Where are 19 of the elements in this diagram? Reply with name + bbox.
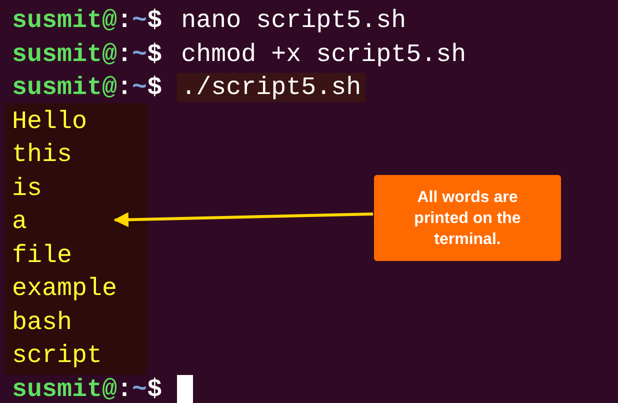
shell-prompt: susmit@:~$	[12, 6, 162, 35]
shell-command: ./script5.sh	[177, 73, 366, 102]
shell-command: chmod +x script5.sh	[180, 40, 468, 68]
arrow	[114, 212, 374, 228]
callout-text: All words are printed on the terminal.	[413, 188, 522, 250]
output-line: file	[12, 240, 72, 272]
output-line: bash	[12, 306, 72, 338]
shell-prompt: susmit@:~$	[12, 40, 162, 68]
output-line: Hello	[12, 106, 88, 138]
output-line: is	[12, 172, 42, 204]
callout-box	[374, 175, 561, 261]
output-line: a	[12, 206, 28, 238]
output-line: script	[12, 340, 102, 372]
shell-command: nano script5.sh	[180, 6, 408, 35]
shell-prompt: susmit@:~$	[12, 73, 162, 102]
output-line: this	[12, 139, 72, 171]
output-line: example	[12, 273, 118, 305]
shell-prompt: susmit@:~$	[12, 374, 162, 403]
output-block	[5, 102, 147, 374]
